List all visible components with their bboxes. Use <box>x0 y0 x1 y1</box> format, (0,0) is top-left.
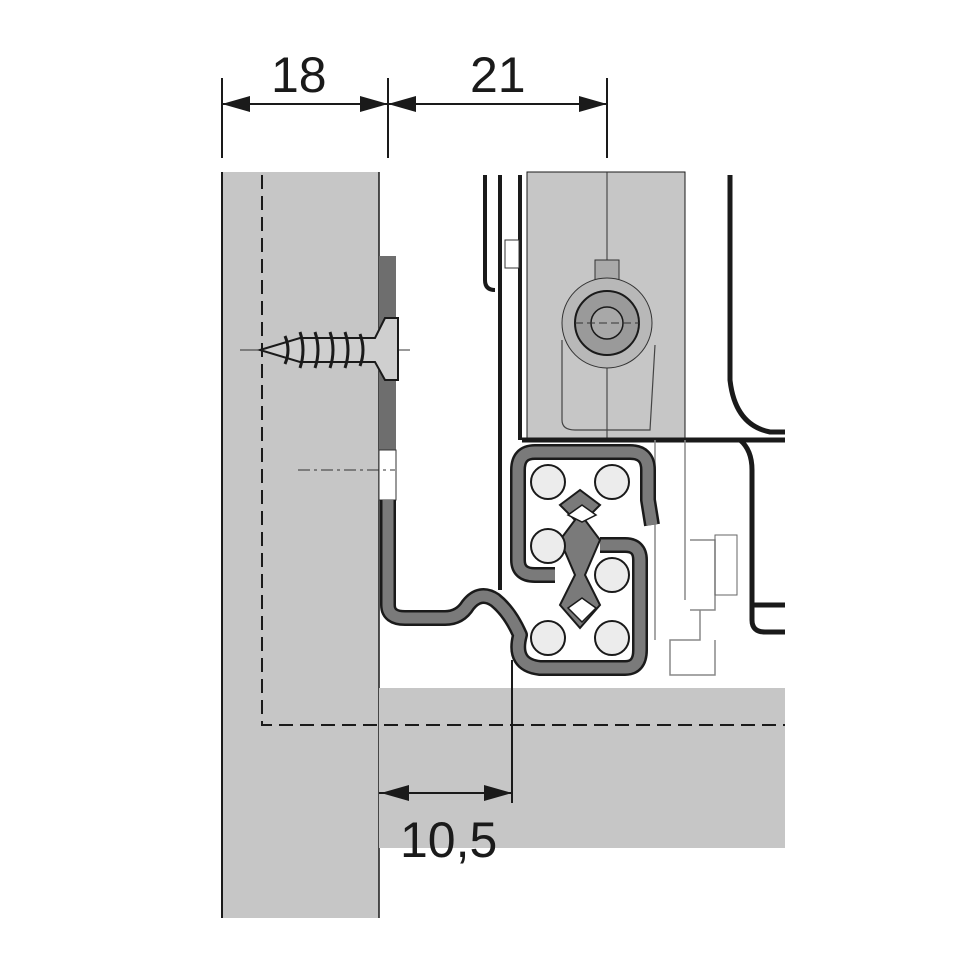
cabinet-side-panel <box>222 172 379 918</box>
drawer-bottom-panel <box>379 688 785 848</box>
dimension-label-18: 18 <box>271 47 327 103</box>
dimension-label-10-5: 10,5 <box>400 812 498 868</box>
dimension-label-21: 21 <box>470 47 526 103</box>
bottom-dimension-lines <box>379 660 513 803</box>
screw-icon <box>240 317 410 381</box>
drawer-profile <box>522 175 785 635</box>
hidden-outline-dashed <box>261 175 785 726</box>
top-dimension-lines <box>221 78 608 158</box>
ball-bearings <box>530 464 630 656</box>
